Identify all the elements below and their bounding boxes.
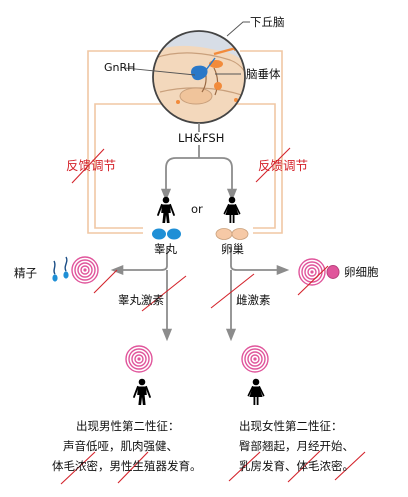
sperm-label: 精子 bbox=[14, 266, 37, 280]
hypothalamus-label: 下丘脑 bbox=[250, 15, 285, 29]
testis-icon bbox=[152, 228, 181, 240]
pituitary-icon bbox=[191, 65, 208, 81]
ovary-label: 卵巢 bbox=[221, 242, 244, 256]
strike-lines bbox=[60, 147, 366, 485]
feedback-loops bbox=[87, 50, 283, 234]
feedback-inner-left bbox=[94, 103, 165, 229]
feedback-inner-right bbox=[234, 103, 276, 229]
female-traits-line1: 臀部翘起，月经开始、 bbox=[239, 439, 354, 453]
male-traits-line1: 声音低哑，肌肉强健、 bbox=[63, 439, 178, 453]
male-figure-icon-bottom bbox=[133, 377, 151, 406]
pituitary-label: 脑垂体 bbox=[246, 67, 281, 81]
target-icon-female bbox=[241, 345, 269, 373]
ovary-icon bbox=[215, 228, 249, 240]
target-icon-male bbox=[125, 345, 153, 373]
feedback-label-left: 反馈调节 bbox=[66, 158, 117, 173]
male-figure-icon bbox=[157, 195, 175, 224]
feedback-outer-left bbox=[87, 50, 158, 234]
male-traits-title: 出现男性第二性征： bbox=[76, 419, 180, 433]
hormone-arrows bbox=[110, 123, 290, 342]
female-traits-title: 出现女性第二性征： bbox=[239, 419, 343, 433]
egg-cell-icon bbox=[326, 265, 340, 279]
testosterone-label: 睾丸激素 bbox=[118, 293, 164, 307]
lh-fsh-label: LH&FSH bbox=[178, 131, 225, 145]
feedback-outer-right bbox=[240, 50, 283, 234]
gnrh-label: GnRH bbox=[104, 61, 136, 74]
egg-label: 卵细胞 bbox=[344, 265, 379, 279]
male-traits-line2: 体毛浓密，男性生殖器发育。 bbox=[52, 459, 202, 473]
or-label: or bbox=[191, 202, 203, 216]
female-figure-icon-bottom bbox=[247, 377, 265, 406]
testis-label: 睾丸 bbox=[154, 242, 177, 256]
female-traits-line2: 乳房发育、体毛浓密。 bbox=[239, 459, 354, 473]
female-figure-icon bbox=[223, 195, 241, 224]
feedback-label-right: 反馈调节 bbox=[258, 158, 309, 173]
estrogen-label: 雌激素 bbox=[236, 293, 271, 307]
sperm-icon bbox=[52, 256, 69, 282]
target-icon-sperm bbox=[71, 256, 99, 284]
brain-section-icon bbox=[152, 30, 246, 124]
